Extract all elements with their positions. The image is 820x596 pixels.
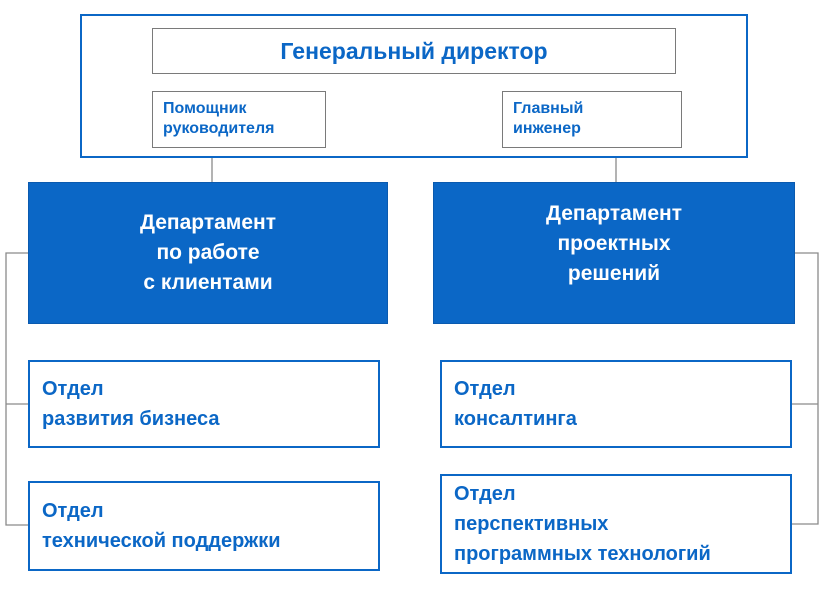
department-solutions-label: Департамент проектных решений [546,202,682,285]
unit-technical-support-label: Отдел технической поддержки [42,500,281,552]
unit-technical-support-box: Отдел технической поддержки [28,481,380,571]
department-solutions-box: Департамент проектных решений [433,182,795,324]
connector-right-bracket [792,252,819,525]
unit-consulting-label: Отдел консалтинга [454,378,577,430]
unit-consulting-box: Отдел консалтинга [440,360,792,448]
unit-advanced-software-box: Отдел перспективных программных технолог… [440,474,792,574]
unit-business-development-box: Отдел развития бизнеса [28,360,380,448]
chief-engineer-label: Главный инженер [513,100,584,137]
unit-advanced-software-label: Отдел перспективных программных технолог… [454,483,711,565]
department-clients-box: Департамент по работе с клиентами [28,182,388,324]
assistant-box: Помощник руководителя [152,91,326,148]
department-clients-label: Департамент по работе с клиентами [140,211,276,294]
assistant-label: Помощник руководителя [163,100,275,137]
connector-left-bracket [5,252,28,526]
general-director-label: Генеральный директор [280,38,548,64]
chief-engineer-box: Главный инженер [502,91,682,148]
unit-business-development-label: Отдел развития бизнеса [42,378,220,430]
general-director-box: Генеральный директор [152,28,676,74]
